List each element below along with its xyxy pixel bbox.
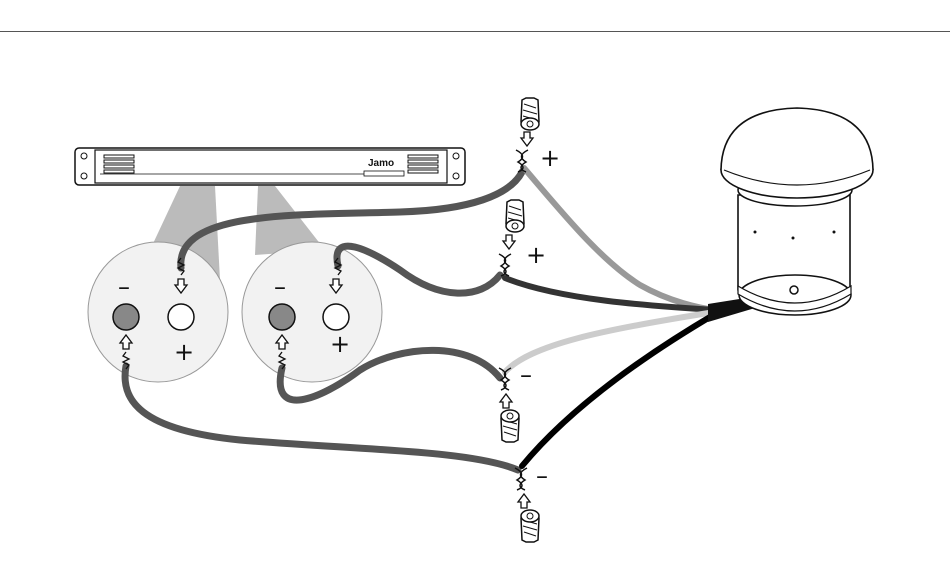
speaker <box>721 108 873 315</box>
arrow-down-icon <box>521 132 533 146</box>
speaker-lead-plus-mid <box>505 278 715 310</box>
splice-top-plus-label: + <box>540 144 560 172</box>
speaker-lead-minus-bottom <box>522 314 715 466</box>
splice-bottom-minus-label: – <box>536 462 548 490</box>
speaker-lead-plus-top <box>524 168 715 310</box>
speaker-cable-port <box>790 286 798 294</box>
terminal-minus-2 <box>269 304 295 330</box>
terminal-minus-1 <box>113 304 139 330</box>
terminal-plus-2-label: + <box>330 330 350 358</box>
splice-bottom-minus: – <box>515 462 548 542</box>
terminal-plus-2 <box>323 304 349 330</box>
speaker-lead-minus-mid <box>505 312 715 372</box>
wire-nut-icon <box>506 200 524 232</box>
splice-mid-plus-label: + <box>526 241 546 269</box>
terminal-callout-1 <box>88 242 228 382</box>
wire-nut-icon <box>521 510 539 542</box>
terminal-callout-2 <box>242 242 382 382</box>
terminal-minus-2-label: – <box>274 273 286 301</box>
splice-mid-plus: + <box>499 200 546 276</box>
terminal-plus-1 <box>168 304 194 330</box>
arrow-up-icon <box>500 394 512 408</box>
terminal-minus-1-label: – <box>118 273 130 301</box>
wire-nut-icon <box>501 410 519 442</box>
splice-top-plus: + <box>516 98 560 172</box>
brand-logo: Jamo <box>368 158 394 169</box>
arrow-down-icon <box>503 235 515 249</box>
splice-mid-minus: – <box>499 361 532 442</box>
terminal-plus-1-label: + <box>174 338 194 366</box>
splice-mid-minus-label: – <box>520 361 532 389</box>
arrow-up-icon <box>518 494 530 508</box>
wire-nut-icon <box>521 98 539 130</box>
amplifier: Jamo <box>75 148 465 185</box>
